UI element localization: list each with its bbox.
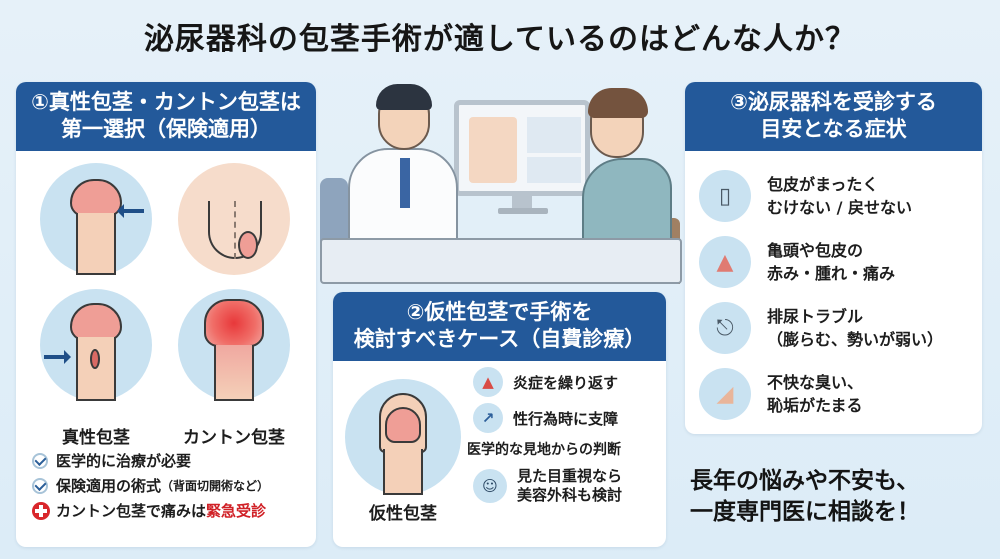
panel1-checklist: 医学的に治療が必要 保険適用の術式 （背面切開術など） カントン包茎で痛みは 緊… (32, 448, 269, 523)
checklist-item: 保険適用の術式 （背面切開術など） (32, 473, 269, 498)
panel2-item-text: 性行為時に支障 (513, 409, 619, 428)
panel1-heading-line2: 第一選択（保険適用） (61, 117, 271, 141)
panel-symptoms: ③泌尿器科を受診する 目安となる症状 ▯ 包皮がまったく むけない / 戻せない… (685, 82, 982, 434)
panel-pseudo-phimosis: ②仮性包茎で手術を 検討すべきケース（自費診療） 仮性包茎 ▲ 炎症を繰り返す … (333, 292, 666, 547)
panel2-item-line2: 美容外科も検討 (517, 486, 623, 504)
symptom-item: ▯ 包皮がまったく むけない / 戻せない (699, 163, 982, 229)
panel3-heading-line2: 目安となる症状 (760, 117, 907, 141)
monitor-icon (454, 100, 590, 196)
toilet-icon: ⎋ (699, 302, 751, 354)
symptom-line2: むけない / 戻せない (767, 198, 912, 217)
desk-icon (320, 238, 682, 284)
urgent-text: 緊急受診 (206, 502, 267, 520)
panel1-illustrations: 真性包茎 カントン包茎 (16, 151, 316, 461)
checklist-text: 医学的に治療が必要 (56, 452, 192, 470)
paraphimosis-swollen-icon (178, 289, 290, 401)
symptom-line2: （膨らむ、勢いが弱い） (767, 330, 944, 349)
panel2-list-item: ↗ 性行為時に支障 (473, 403, 663, 433)
symptom-line2: 恥垢がたまる (767, 396, 863, 415)
panel2-list-item: ▲ 炎症を繰り返す (473, 367, 663, 397)
symptom-item: ▲ 亀頭や包皮の 赤み・腫れ・痛み (699, 229, 982, 295)
checklist-item: カントン包茎で痛みは 緊急受診 (32, 498, 269, 523)
inflamed-glans-icon: ▲ (699, 236, 751, 288)
label-pseudo-phimosis: 仮性包茎 (369, 504, 437, 524)
panel1-heading-line1: ①真性包茎・カントン包茎は (31, 90, 301, 114)
cta-line2: 一度専門医に相談を！ (690, 499, 920, 525)
scrotum-diagram-icon (178, 163, 290, 275)
alarm-light-icon: ▲ (473, 367, 503, 397)
phimosis-front-icon (40, 163, 152, 275)
checklist-item: 医学的に治療が必要 (32, 448, 269, 473)
cta-line1: 長年の悩みや不安も、 (690, 468, 920, 494)
checklist-text: カントン包茎で痛みは (56, 502, 207, 520)
check-icon (32, 452, 48, 469)
panel2-item-text: 炎症を繰り返す (513, 373, 619, 392)
label-paraphimosis: カントン包茎 (183, 428, 285, 448)
symptom-list: ▯ 包皮がまったく むけない / 戻せない ▲ 亀頭や包皮の 赤み・腫れ・痛み … (685, 151, 982, 427)
panel2-heading-line2: 検討すべきケース（自費診療） (353, 327, 646, 351)
check-icon (32, 477, 48, 494)
symptom-item: ◢ 不快な臭い、 恥垢がたまる (699, 361, 982, 427)
panel3-heading-line1: ③泌尿器科を受診する (730, 90, 937, 114)
pseudo-phimosis-icon (345, 379, 461, 495)
doctor-consultation-illustration (320, 78, 682, 286)
foreskin-icon: ▯ (699, 170, 751, 222)
panel2-item-line1: 見た目重視なら (517, 467, 623, 485)
broken-sex-symbol-icon: ↗ (473, 403, 503, 433)
panel2-list-item: 医学的な見地からの判断 (467, 442, 621, 458)
call-to-action: 長年の悩みや不安も、 一度専門医に相談を！ (690, 466, 990, 528)
symptom-line1: 亀頭や包皮の (767, 241, 864, 260)
symptom-line1: 不快な臭い、 (767, 373, 864, 392)
panel-true-phimosis: ①真性包茎・カントン包茎は 第一選択（保険適用） 真性包茎 カントン包茎 (16, 82, 316, 547)
symptom-line2: 赤み・腫れ・痛み (767, 264, 896, 283)
panel2-heading: ②仮性包茎で手術を 検討すべきケース（自費診療） (333, 292, 666, 361)
panel2-list-item: ☺ 見た目重視なら 美容外科も検討 (473, 467, 663, 505)
symptom-line1: 包皮がまったく (767, 175, 879, 194)
doctor-avatar-icon: ☺ (473, 469, 507, 503)
panel1-heading: ①真性包茎・カントン包茎は 第一選択（保険適用） (16, 82, 316, 151)
checklist-subtext: （背面切開術など） (161, 479, 270, 493)
panel3-heading: ③泌尿器科を受診する 目安となる症状 (685, 82, 982, 151)
panel2-list: ▲ 炎症を繰り返す ↗ 性行為時に支障 医学的な見地からの判断 ☺ 見た目重視な… (467, 367, 663, 511)
symptom-item: ⎋ 排尿トラブル （膨らむ、勢いが弱い） (699, 295, 982, 361)
symptom-line1: 排尿トラブル (767, 307, 864, 326)
phimosis-side-icon (40, 289, 152, 401)
nose-icon: ◢ (699, 368, 751, 420)
red-cross-icon (32, 501, 50, 520)
panel2-heading-line1: ②仮性包茎で手術を (406, 300, 593, 324)
page-title: 泌尿器科の包茎手術が適しているのはどんな人か？ (143, 22, 857, 57)
checklist-text: 保険適用の術式 (56, 477, 162, 495)
label-true-phimosis: 真性包茎 (62, 428, 130, 448)
